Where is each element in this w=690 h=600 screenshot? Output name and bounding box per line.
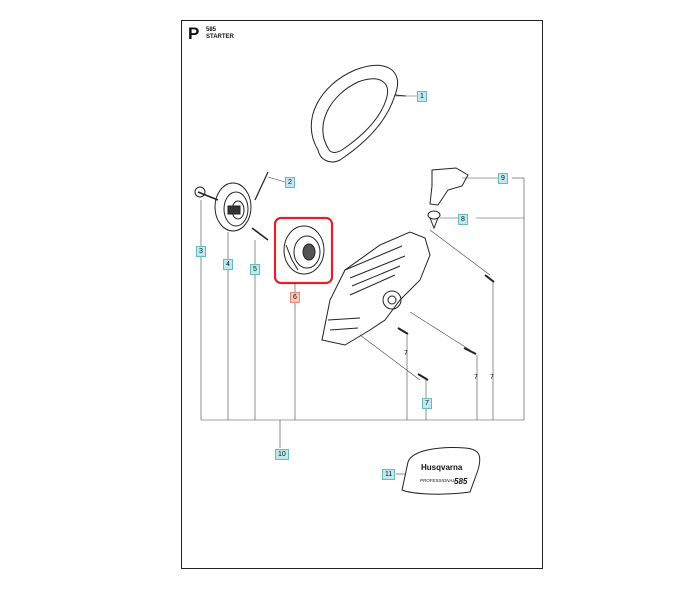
pulley-part-4 bbox=[214, 182, 252, 232]
decal-brand-text: Husqvarna bbox=[421, 463, 463, 472]
pin-part-3 bbox=[194, 186, 219, 201]
callout-6: 6 bbox=[290, 292, 300, 303]
handle-part-9 bbox=[429, 167, 469, 206]
starter-cover-ring bbox=[310, 64, 407, 163]
starter-housing bbox=[321, 231, 431, 346]
section-title: STARTER bbox=[206, 34, 234, 40]
callout-1: 1 bbox=[417, 91, 427, 102]
section-letter: P bbox=[188, 24, 200, 43]
highlight-box bbox=[273, 216, 334, 285]
callout-11: 11 bbox=[382, 469, 396, 480]
grommet-part-8 bbox=[427, 210, 441, 230]
label-7a: 7 bbox=[404, 350, 408, 357]
model-number: 585 bbox=[206, 27, 217, 33]
label-7b: 7 bbox=[474, 374, 478, 381]
callout-4: 4 bbox=[223, 259, 233, 270]
diagram-sheet bbox=[181, 20, 543, 569]
label-7c: 7 bbox=[490, 374, 494, 381]
decal-line-text: PROFESSIONAL bbox=[420, 478, 456, 483]
callout-3: 3 bbox=[196, 246, 206, 257]
decal-part-11 bbox=[401, 447, 481, 495]
spring-cassette-part-6 bbox=[283, 225, 325, 275]
callout-10: 10 bbox=[275, 449, 289, 460]
callout-7: 7 bbox=[422, 398, 432, 409]
callout-5: 5 bbox=[250, 264, 260, 275]
callout-2: 2 bbox=[285, 177, 295, 188]
callout-9: 9 bbox=[498, 173, 508, 184]
decal-model-text: 585 bbox=[454, 477, 468, 486]
callout-8: 8 bbox=[458, 214, 468, 225]
